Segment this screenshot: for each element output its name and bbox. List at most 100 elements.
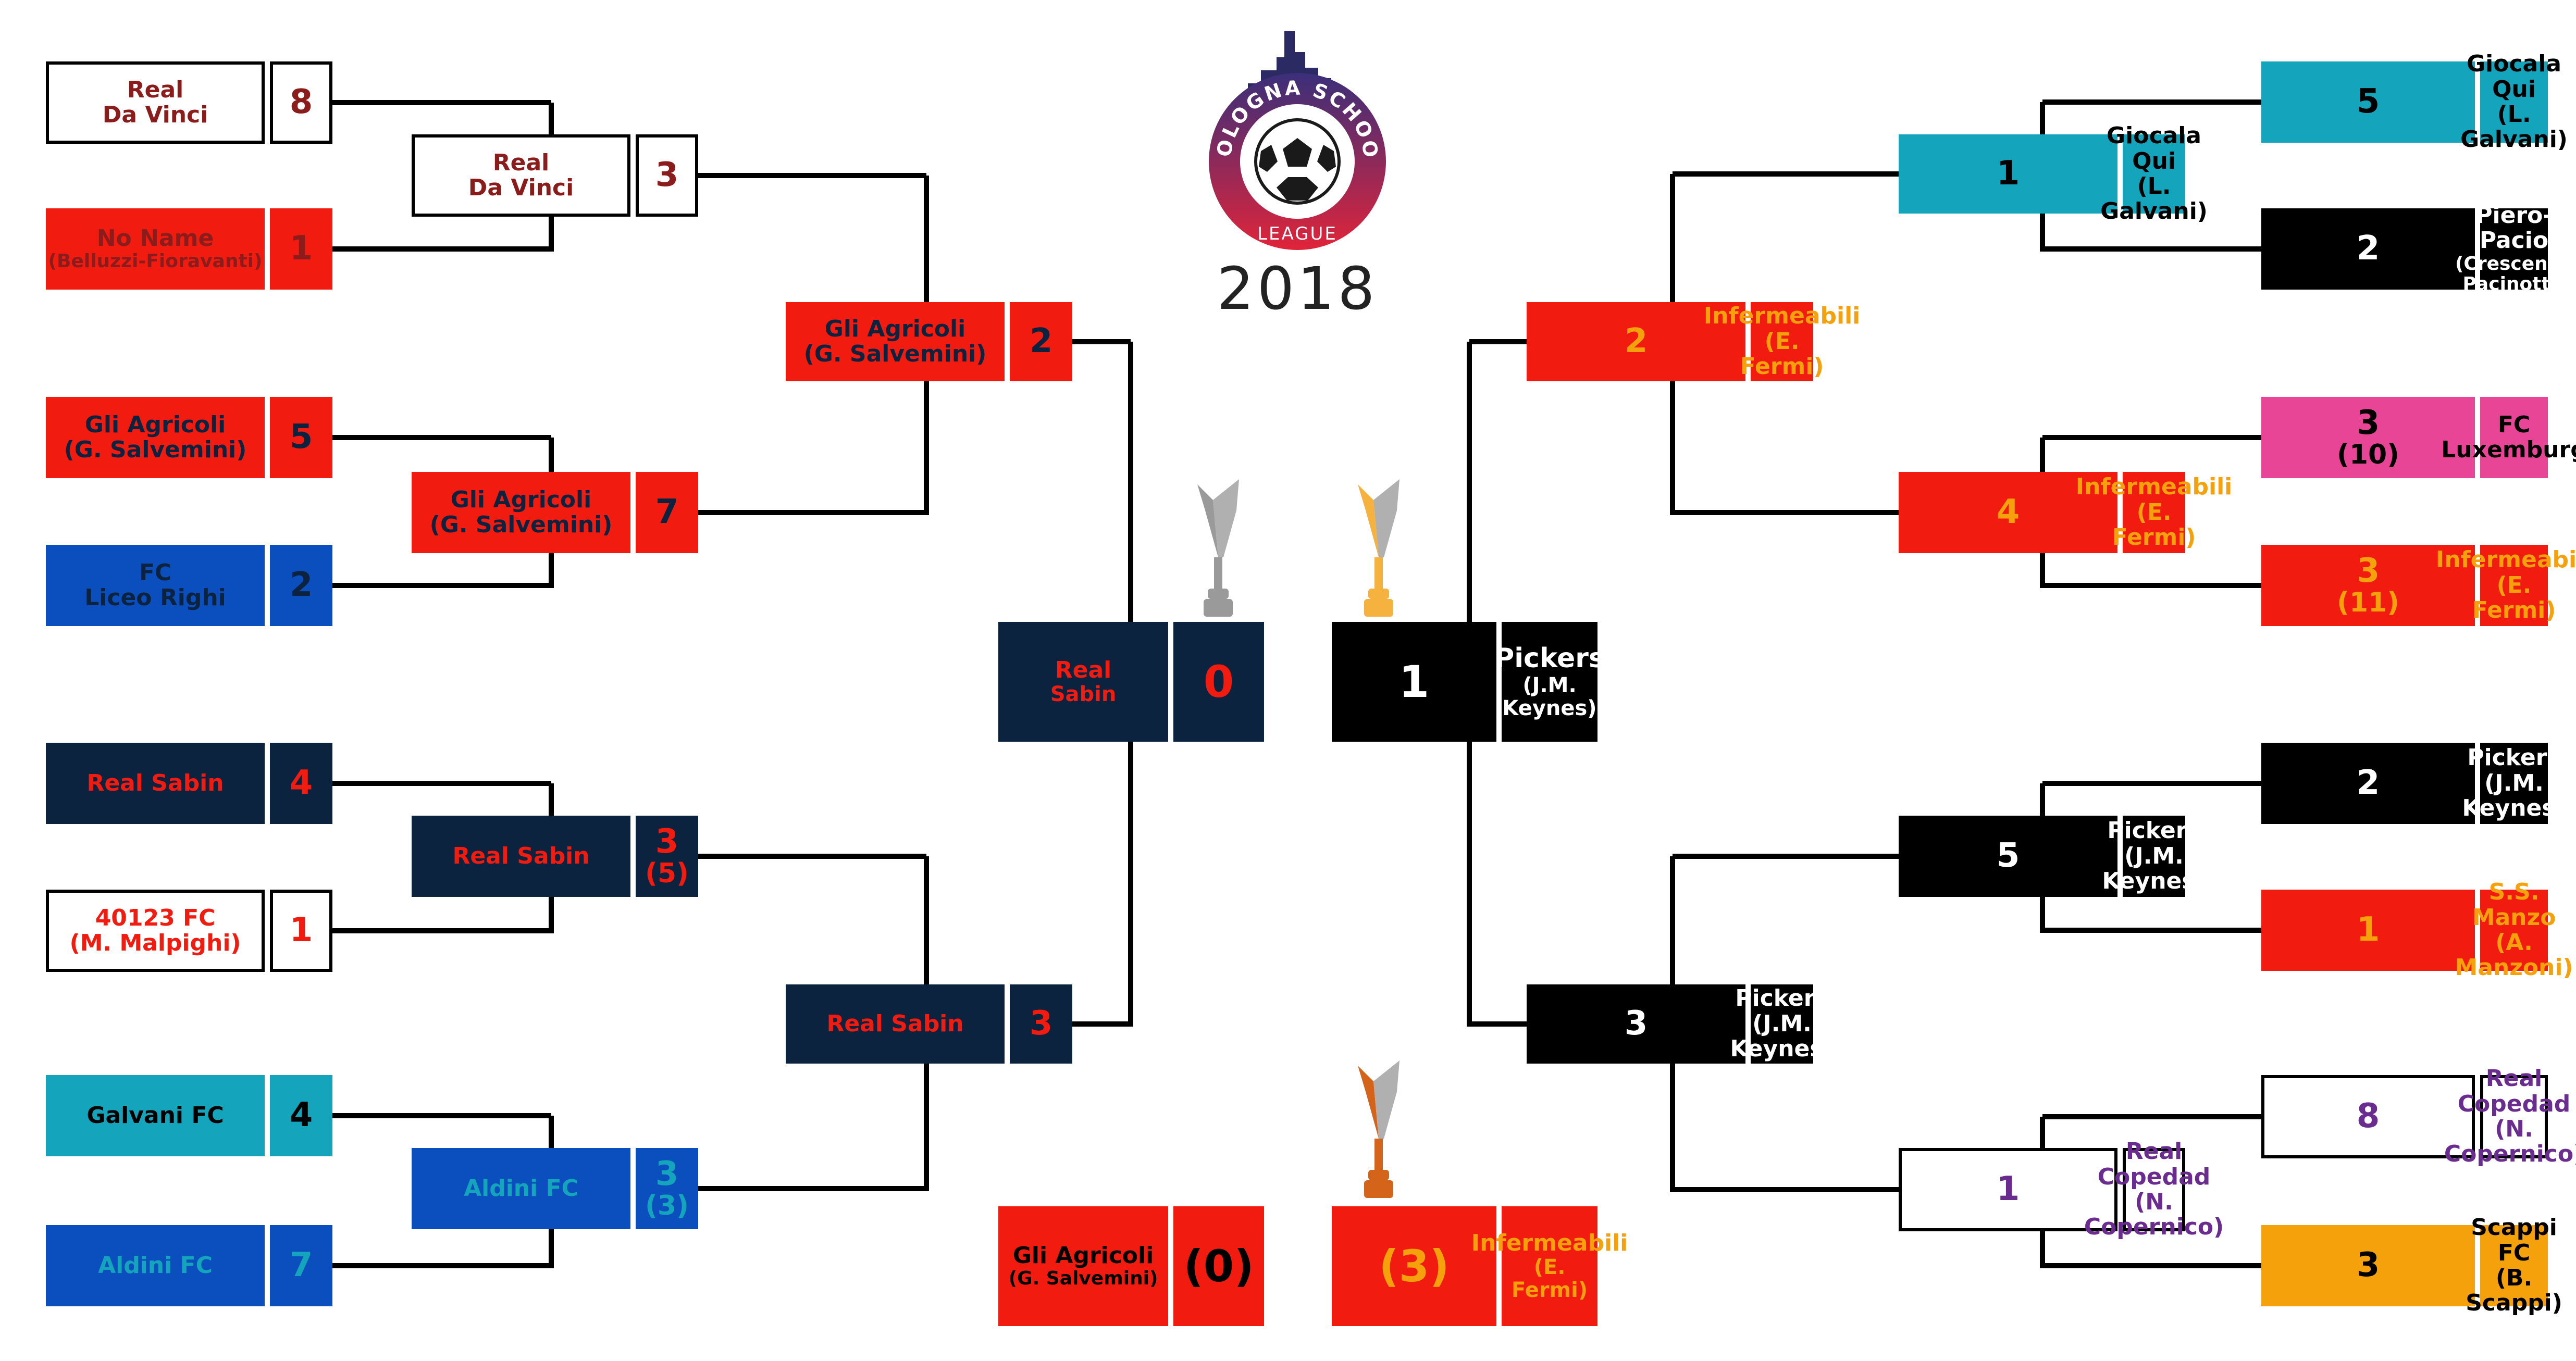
team-score: (3) (1332, 1206, 1496, 1326)
box-gap (265, 208, 270, 290)
bracket-connector (549, 783, 554, 818)
team-name-line2: (N. Copernico) (2444, 1116, 2576, 1168)
team-score: 4 (270, 743, 332, 824)
team-score: (0) (1173, 1206, 1264, 1326)
bracket-connector (2040, 553, 2045, 588)
box-gap (265, 545, 270, 626)
team-box-tr: (3)Infermeabili(E. Fermi) (1332, 1206, 1628, 1326)
box-gap (630, 1148, 636, 1229)
bracket-connector (549, 1229, 554, 1268)
team-name-line1: FC (2497, 411, 2531, 438)
bracket-connector (1670, 856, 1675, 987)
bracket-connector (924, 176, 929, 305)
box-gap (265, 890, 270, 972)
team-score: 1 (1899, 1148, 2117, 1231)
score-value: 5 (289, 418, 313, 457)
bracket-connector (698, 1186, 926, 1191)
team-name-line1: Gli Agricoli (84, 411, 226, 438)
team-name-line1: Real (127, 76, 184, 103)
penalty-score: (5) (645, 858, 689, 890)
bracket-connector (549, 103, 554, 137)
team-name: Real Copedad(N. Copernico) (2084, 1139, 2224, 1240)
team-name-line1: Real Copedad (2097, 1138, 2211, 1190)
bracket-connector (1673, 1187, 1899, 1192)
team-name: Pickers(J.M. Keynes) (2462, 743, 2566, 824)
score-value: 1 (1996, 1170, 2020, 1209)
team-name-line1: Real Sabin (86, 769, 224, 796)
score-value: 3 (655, 1155, 679, 1194)
score-value: 1 (289, 229, 313, 268)
team-box-l2: No Name(Belluzzi-Fioravanti)1 (46, 208, 332, 290)
team-name: 40123 FC(M. Malpighi) (46, 890, 265, 972)
bracket-connector (332, 1113, 551, 1118)
team-name-line1: Aldini FC (98, 1252, 213, 1279)
score-value: 3 (2356, 552, 2380, 591)
team-score: 2 (1527, 302, 1745, 381)
team-name: Pickers(J.M. Keynes) (2102, 816, 2206, 897)
team-name: Giocala Qui(L. Galvani) (2460, 52, 2568, 152)
box-gap (1005, 302, 1010, 381)
team-name: Infermeabili(E. Fermi) (2076, 472, 2232, 553)
team-score: 2 (2261, 208, 2475, 290)
team-name: Scappi FC(B. Scappi) (2466, 1215, 2562, 1316)
team-name: Infermeabili(E. Fermi) (1471, 1206, 1628, 1326)
team-name-line1: Real Copedad (2457, 1065, 2571, 1117)
score-value: 8 (289, 83, 313, 122)
score-value: 8 (2356, 1097, 2380, 1136)
trophy-gold-icon (1358, 479, 1400, 617)
team-name-line2: (M. Malpighi) (69, 930, 241, 956)
team-box-rq4: 1 Real Copedad(N. Copernico) (1899, 1139, 2224, 1240)
team-box-tl: Gli Agricoli(G. Salvemini)(0) (998, 1206, 1264, 1326)
bracket-connector (1467, 342, 1472, 625)
penalty-score: (11) (2337, 587, 2399, 619)
team-name-line1: S.S. Manzo (2472, 879, 2556, 931)
box-gap (265, 397, 270, 478)
team-name-line1: Infermeabili (2435, 546, 2576, 573)
bracket-connector (698, 173, 926, 178)
team-name: Gli Agricoli(G. Salvemini) (998, 1206, 1168, 1326)
team-name-line2: (Crescenzi-Pacinotti) (2455, 253, 2573, 295)
bracket-connector (2040, 102, 2045, 137)
team-box-r7: 8 Real Copedad(N. Copernico) (2261, 1066, 2576, 1167)
team-name-line2: (G. Salvemini) (429, 511, 613, 538)
team-score: 3(5) (636, 816, 698, 897)
team-score: 1 (270, 208, 332, 290)
box-gap (630, 816, 636, 897)
score-value: 1 (1398, 656, 1430, 707)
team-name-line2: (J.M. Keynes) (2462, 769, 2566, 822)
bracket-connector (924, 1064, 929, 1191)
bracket-connector (332, 100, 551, 105)
box-gap (265, 1075, 270, 1156)
bracket-connector (924, 856, 929, 987)
team-score: 3 (1527, 984, 1745, 1064)
bracket-connector (1128, 742, 1133, 1027)
team-name-line2: (G. Salvemini) (1008, 1268, 1158, 1290)
score-value: 3 (1624, 1004, 1648, 1043)
league-logo: BOLOGNA SCHOOLLEAGUE (1198, 21, 1386, 250)
team-name: Pickers(J.M. Keynes) (1494, 622, 1605, 742)
score-value: 2 (2356, 229, 2380, 268)
team-name: Infermeabili(E. Fermi) (1704, 302, 1860, 381)
team-name-line1: 40123 FC (95, 904, 216, 931)
score-value: 2 (1029, 322, 1053, 361)
trophy-bronze-icon (1358, 1060, 1400, 1198)
team-score: 3 (1010, 984, 1072, 1064)
team-score: 3(11) (2261, 545, 2475, 626)
team-name-line2: (Belluzzi-Fioravanti) (48, 251, 263, 272)
team-box-q2: Gli Agricoli(G. Salvemini)7 (412, 472, 698, 553)
team-name-line2: Sabin (1050, 682, 1117, 707)
bracket-connector (2040, 783, 2045, 818)
team-name-line1: Infermeabili (1471, 1229, 1628, 1256)
score-value: 3 (2356, 1246, 2380, 1285)
bracket-connector (332, 1263, 551, 1268)
team-name: Real Sabin (786, 984, 1005, 1064)
